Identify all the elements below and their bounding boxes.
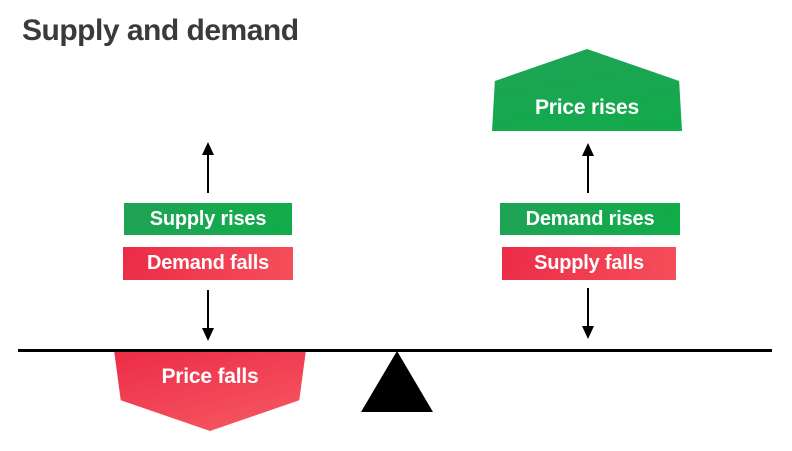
arrow-shaft [207, 290, 209, 328]
arrow-up-icon [202, 142, 214, 193]
supply-falls-label: Supply falls [534, 252, 644, 274]
supply-rises-box: Supply rises [124, 203, 292, 235]
page-title: Supply and demand [22, 14, 299, 47]
arrow-down-icon [202, 290, 214, 341]
arrow-down-icon [582, 288, 594, 339]
price-rises-banner: Price rises [492, 49, 682, 131]
arrow-head [582, 143, 594, 156]
demand-rises-box: Demand rises [500, 203, 680, 235]
price-falls-label: Price falls [161, 365, 259, 388]
supply-falls-box: Supply falls [502, 247, 676, 280]
price-falls-banner: Price falls [114, 350, 306, 431]
balance-beam-line [18, 349, 772, 352]
demand-falls-box: Demand falls [123, 247, 293, 280]
fulcrum-triangle-icon [361, 351, 433, 412]
arrow-shaft [207, 155, 209, 193]
demand-falls-label: Demand falls [146, 252, 270, 274]
arrow-head [202, 328, 214, 341]
arrow-shaft [587, 156, 589, 193]
arrow-shaft [587, 288, 589, 326]
arrow-head [582, 326, 594, 339]
supply-rises-label: Supply rises [149, 207, 267, 230]
price-rises-label: Price rises [534, 96, 640, 119]
demand-rises-label: Demand rises [525, 207, 655, 230]
arrow-head [202, 142, 214, 155]
arrow-up-icon [582, 143, 594, 193]
